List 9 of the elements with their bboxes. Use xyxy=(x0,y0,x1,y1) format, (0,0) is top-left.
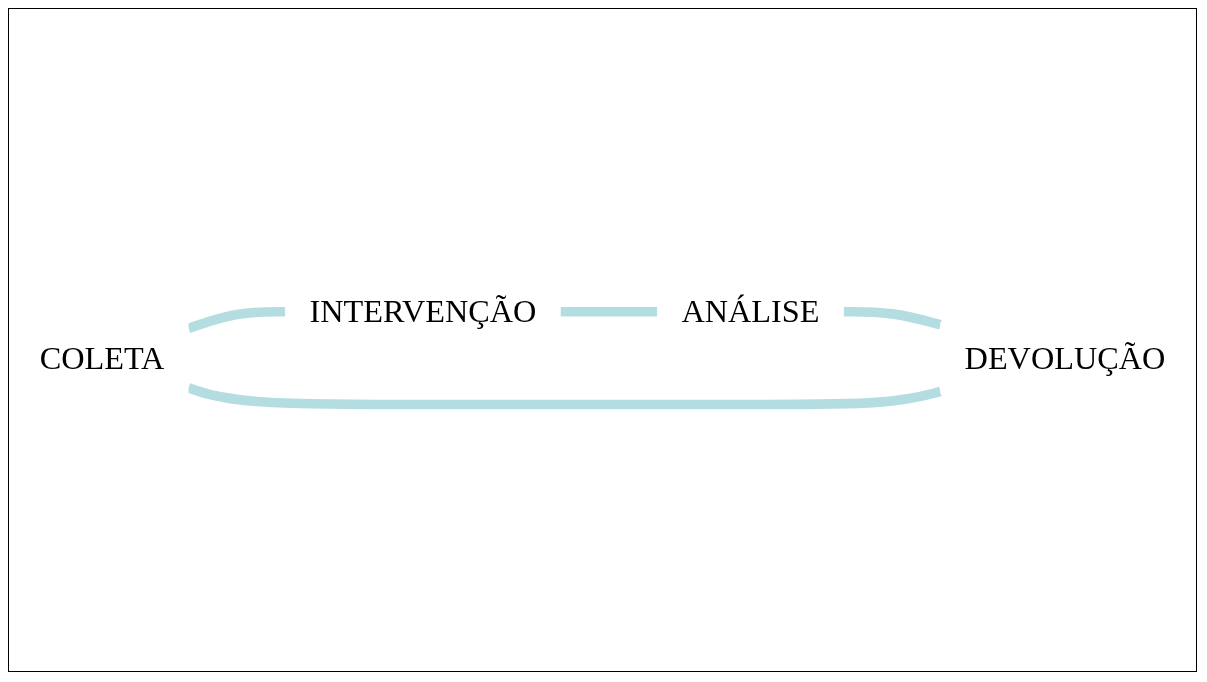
connector xyxy=(186,306,286,333)
node-text: DEVOLUÇÃO xyxy=(964,339,1166,376)
node-text: ANÁLISE xyxy=(681,293,820,330)
connector xyxy=(560,306,658,317)
connector xyxy=(843,306,942,330)
node-text: COLETA xyxy=(39,339,165,376)
connector xyxy=(186,383,942,410)
node-text: INTERVENÇÃO xyxy=(309,293,537,330)
diagram-frame: COLETA INTERVENÇÃO ANÁLISE DEVOLUÇÃO xyxy=(8,8,1197,672)
